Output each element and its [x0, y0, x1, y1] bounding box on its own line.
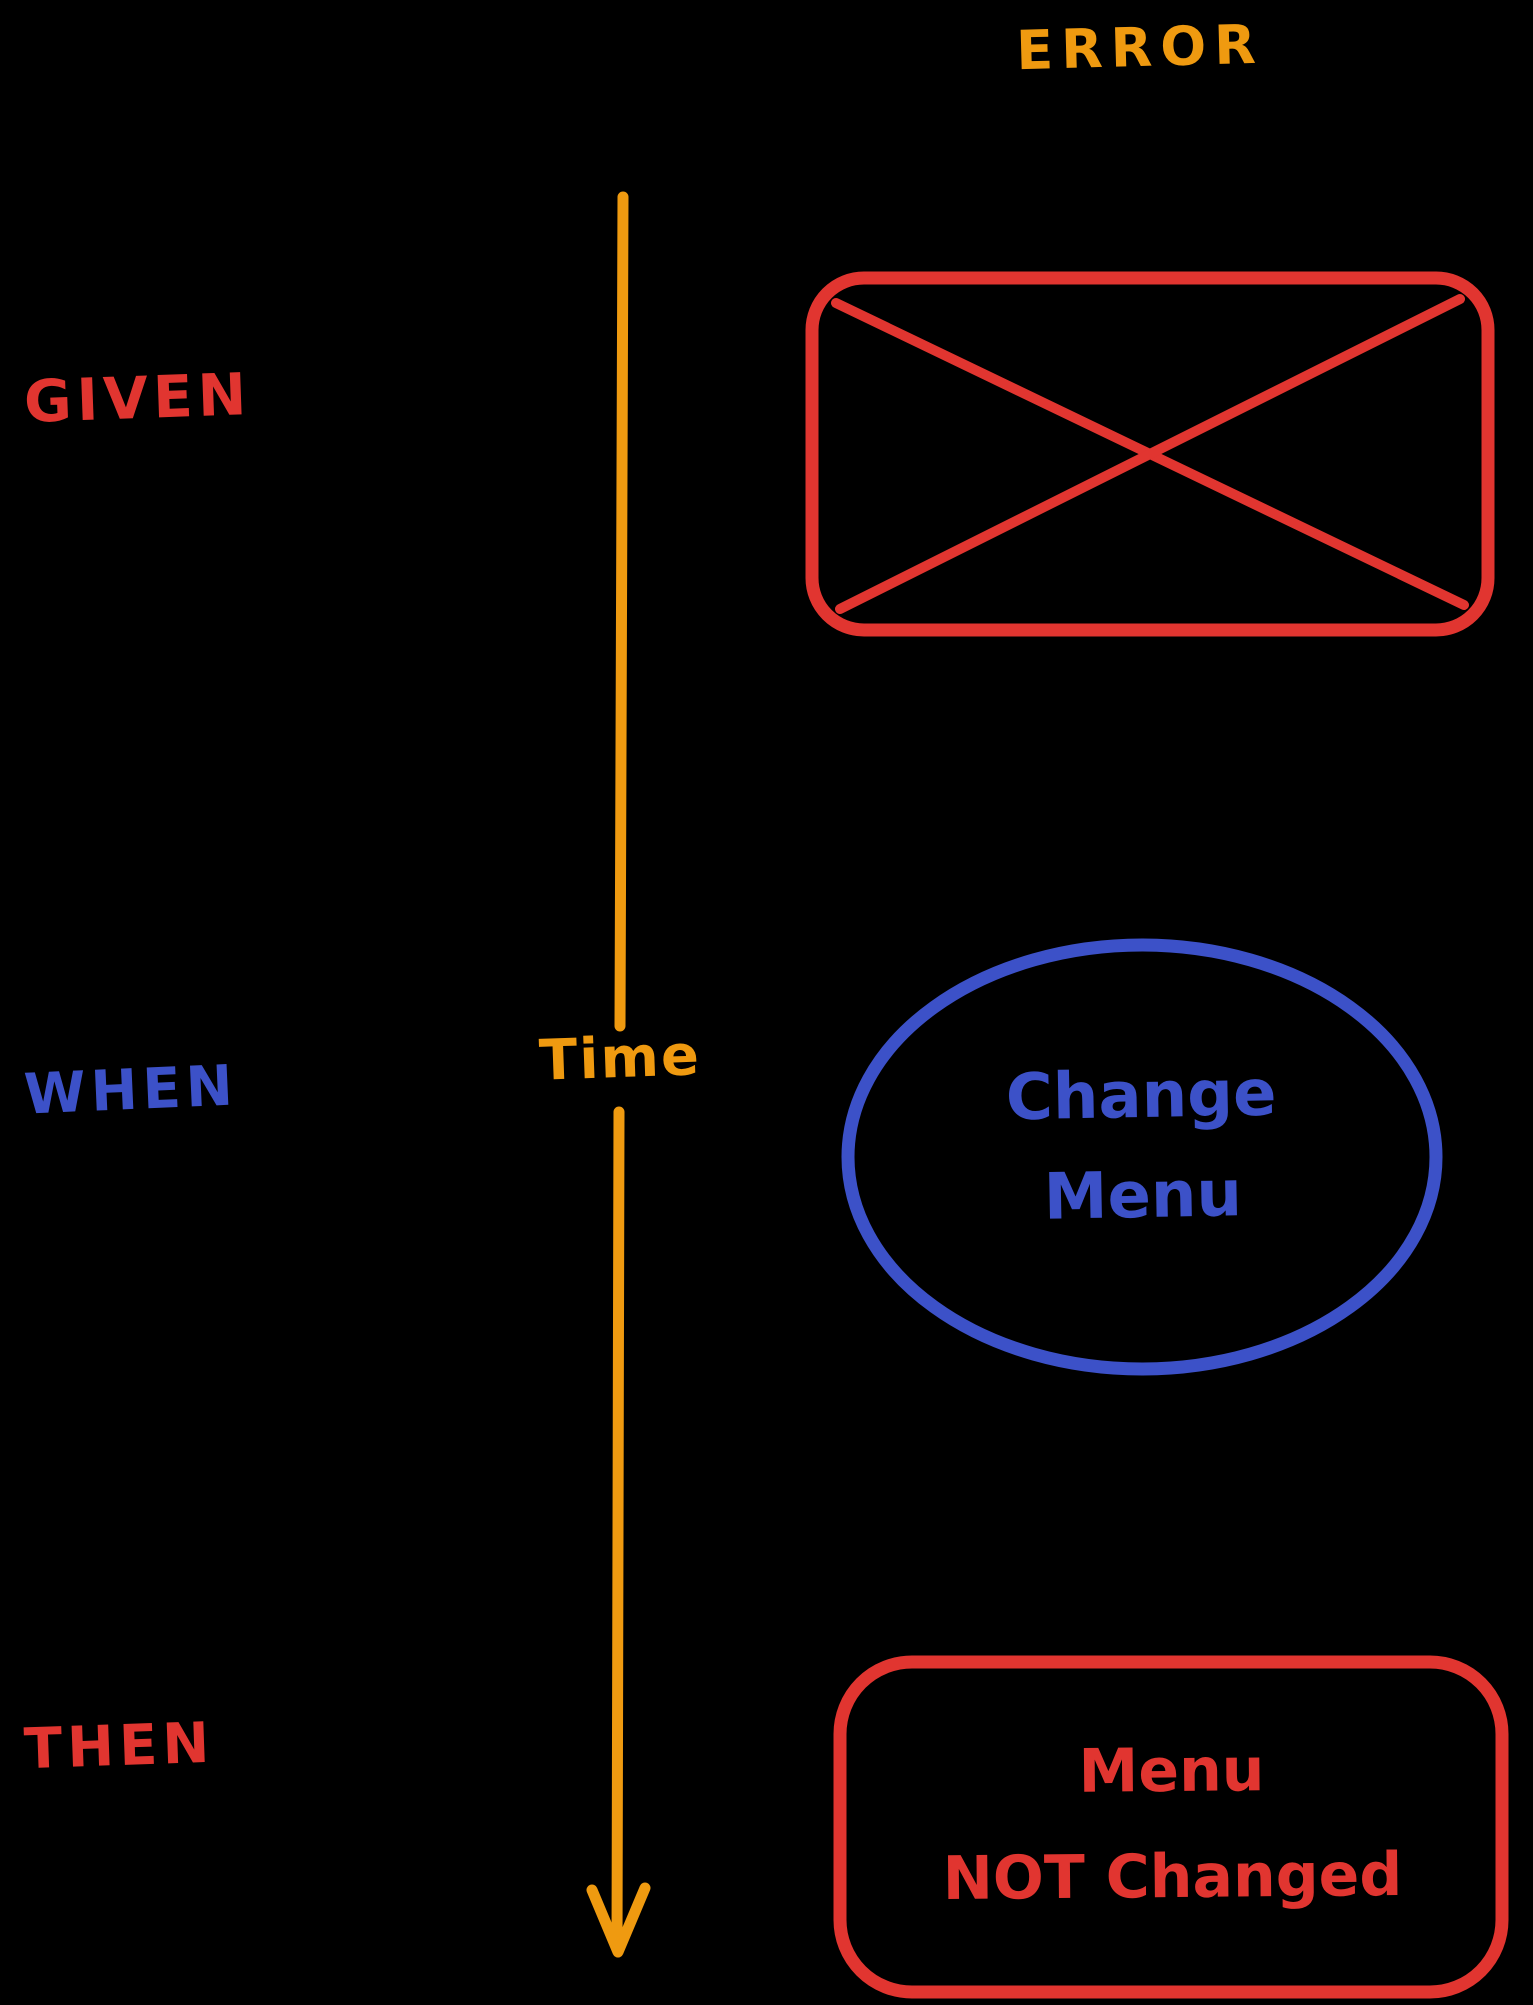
- given-box: [805, 271, 1495, 637]
- error-title: ERROR: [1015, 12, 1265, 83]
- when-ellipse-text-line-2: Menu: [1043, 1157, 1243, 1235]
- timeline-label: Time: [538, 1023, 702, 1094]
- time-arrow-head: [586, 1882, 651, 1958]
- stage-label-then: THEN: [22, 1710, 216, 1783]
- time-arrow-lower-shaft: [611, 1106, 625, 1954]
- when-ellipse-text: Change Menu: [840, 1041, 1443, 1251]
- when-ellipse-outline: [841, 938, 1443, 1376]
- then-box-outline: [833, 1655, 1509, 1999]
- then-box-text-line-1: Menu: [1078, 1735, 1265, 1807]
- given-box-cross-line-2: [835, 294, 1465, 614]
- stage-label-when: WHEN: [22, 1053, 240, 1128]
- time-arrow-upper-shaft: [614, 191, 629, 1032]
- then-box-text: Menu NOT Changed: [841, 1715, 1503, 1933]
- stage-label-given: GIVEN: [22, 360, 253, 436]
- then-box-text-line-2: NOT Changed: [942, 1839, 1403, 1915]
- time-arrow-icon: [586, 191, 651, 1958]
- given-box-outline: [805, 271, 1495, 637]
- when-ellipse-text-line-1: Change: [1005, 1056, 1278, 1136]
